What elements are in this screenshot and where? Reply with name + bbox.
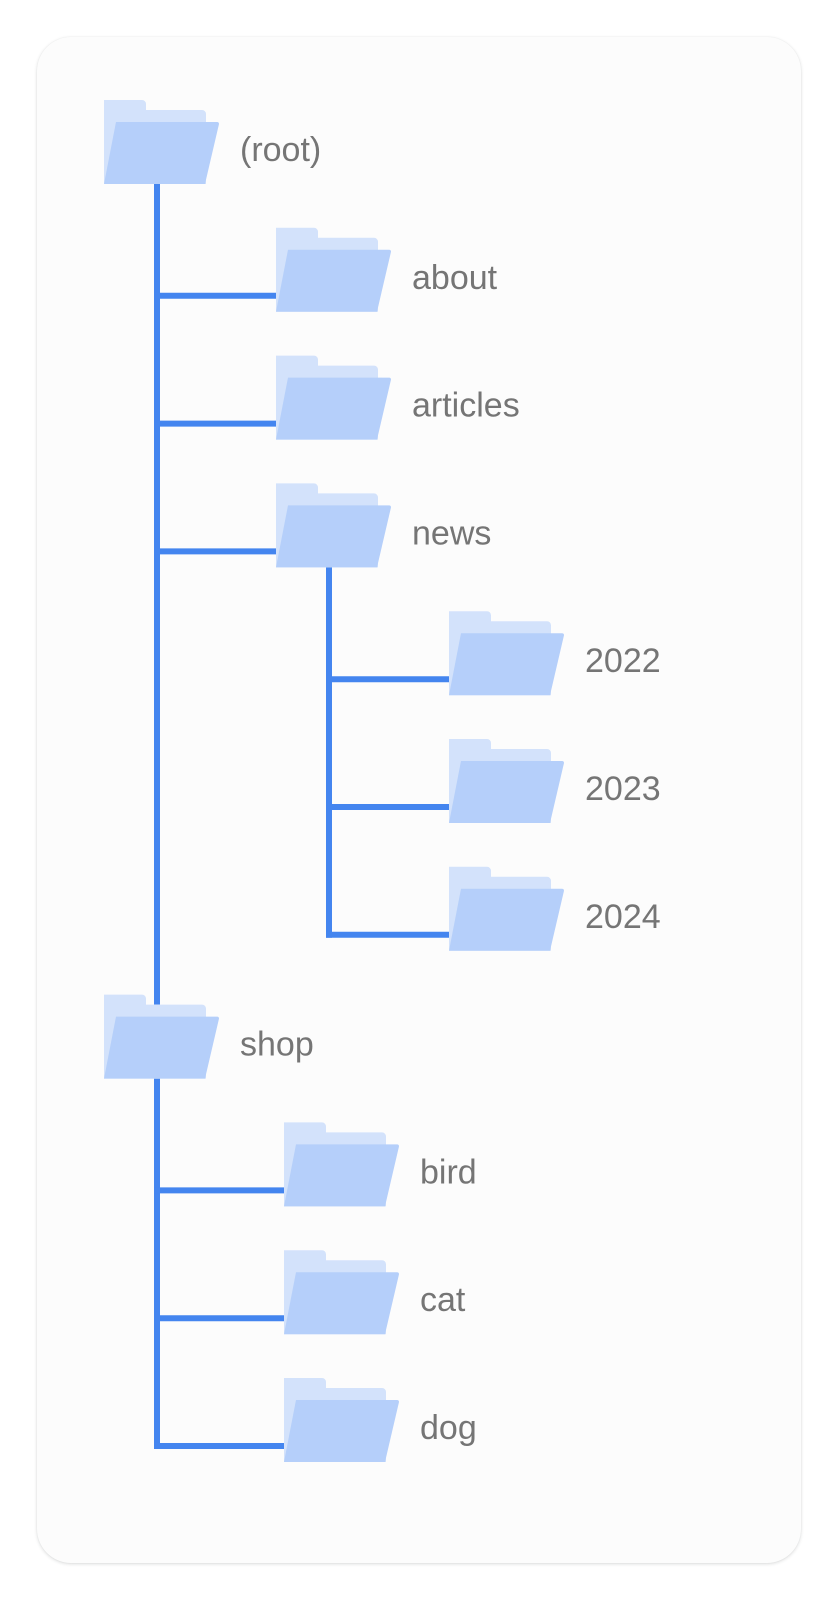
folder-label: news bbox=[412, 514, 491, 552]
folder-label: (root) bbox=[240, 131, 321, 169]
tree-node[interactable]: cat bbox=[284, 1250, 466, 1335]
folder-label: bird bbox=[420, 1153, 477, 1191]
tree-connectors bbox=[154, 184, 449, 1449]
tree-node[interactable]: (root) bbox=[104, 100, 321, 184]
tree-node[interactable]: news bbox=[276, 483, 491, 568]
folder-label: articles bbox=[412, 387, 520, 425]
folder-label: shop bbox=[240, 1026, 314, 1064]
folder-label: about bbox=[412, 259, 498, 297]
tree-node[interactable]: about bbox=[276, 227, 498, 312]
folder-icon bbox=[284, 1250, 399, 1335]
diagram-card bbox=[37, 37, 801, 1563]
tree-node[interactable]: articles bbox=[276, 355, 520, 440]
folder-icon bbox=[276, 483, 391, 568]
folder-icon bbox=[104, 100, 219, 184]
folder-icon bbox=[284, 1378, 399, 1462]
folder-label: 2022 bbox=[585, 642, 661, 680]
folder-icon bbox=[449, 866, 564, 951]
tree-node[interactable]: dog bbox=[284, 1378, 477, 1462]
folder-label: 2023 bbox=[585, 770, 661, 808]
tree-node[interactable]: 2024 bbox=[449, 866, 661, 951]
folder-icon bbox=[284, 1122, 399, 1207]
folder-label: cat bbox=[420, 1281, 466, 1319]
folder-icon bbox=[276, 355, 391, 440]
tree-nodes: (root) about articles news 2022 2023 2024 shop b… bbox=[104, 100, 661, 1462]
folder-icon bbox=[449, 739, 564, 823]
tree-node[interactable]: bird bbox=[284, 1122, 477, 1207]
folder-icon bbox=[276, 227, 391, 312]
tree-node[interactable]: shop bbox=[104, 994, 314, 1079]
folder-icon bbox=[104, 994, 219, 1079]
folder-icon bbox=[449, 611, 564, 696]
folder-label: dog bbox=[420, 1409, 477, 1447]
tree-node[interactable]: 2022 bbox=[449, 611, 661, 696]
tree-node[interactable]: 2023 bbox=[449, 739, 661, 823]
folder-label: 2024 bbox=[585, 898, 661, 936]
